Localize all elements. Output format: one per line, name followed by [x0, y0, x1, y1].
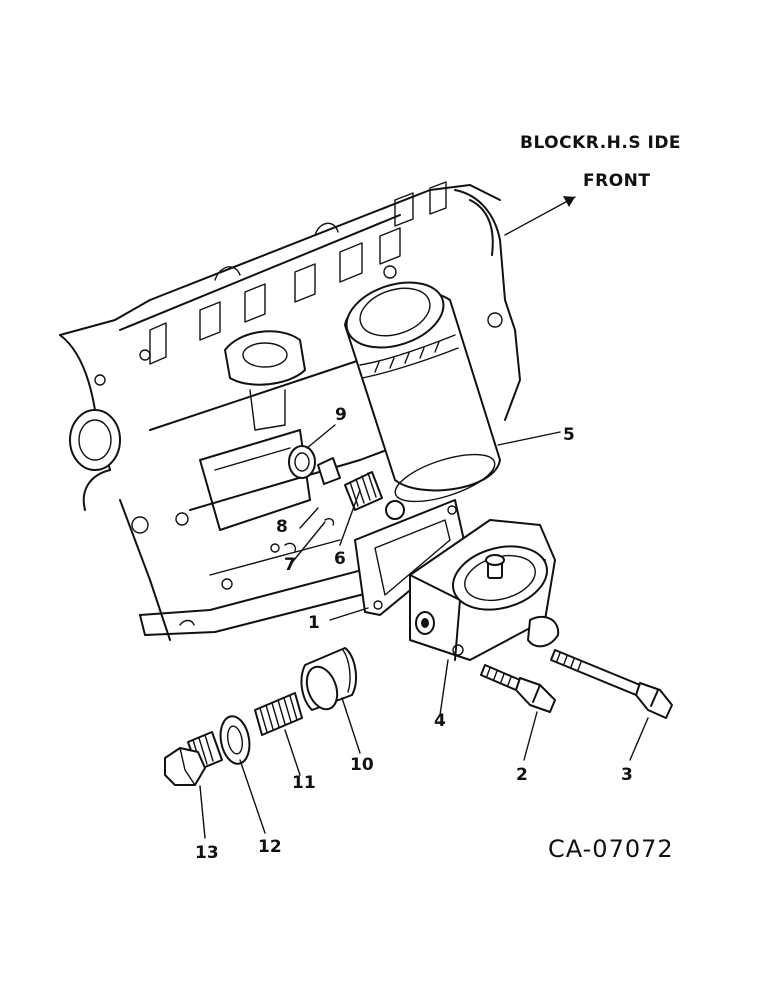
- spring: [254, 692, 303, 736]
- oil-filter: [344, 281, 501, 503]
- sleeve: [300, 647, 357, 711]
- callout-2: 2: [516, 765, 528, 785]
- bolt-short: [480, 664, 556, 713]
- side-label: BLOCKR.H.S IDE: [520, 133, 681, 153]
- callout-4: 4: [434, 711, 446, 731]
- callout-5: 5: [563, 425, 575, 445]
- callout-12: 12: [258, 837, 282, 857]
- callout-3: 3: [621, 765, 633, 785]
- callout-13: 13: [195, 843, 219, 863]
- leader-lines: [199, 196, 649, 839]
- callout-6: 6: [334, 549, 346, 569]
- plug: [164, 731, 223, 786]
- small-parts-upper: [284, 445, 405, 552]
- callout-10: 10: [350, 755, 374, 775]
- callout-8: 8: [276, 517, 288, 537]
- callout-1: 1: [308, 613, 320, 633]
- callout-7: 7: [284, 555, 296, 575]
- callout-11: 11: [292, 773, 316, 793]
- direction-label: FRONT: [583, 171, 650, 191]
- washer: [219, 715, 251, 765]
- figure-code: CA-07072: [548, 835, 674, 863]
- callout-9: 9: [335, 405, 347, 425]
- bolt-long: [550, 649, 673, 719]
- front-arrowhead: [563, 196, 575, 207]
- filter-head: [409, 519, 560, 661]
- front-arrow-shaft: [504, 196, 576, 236]
